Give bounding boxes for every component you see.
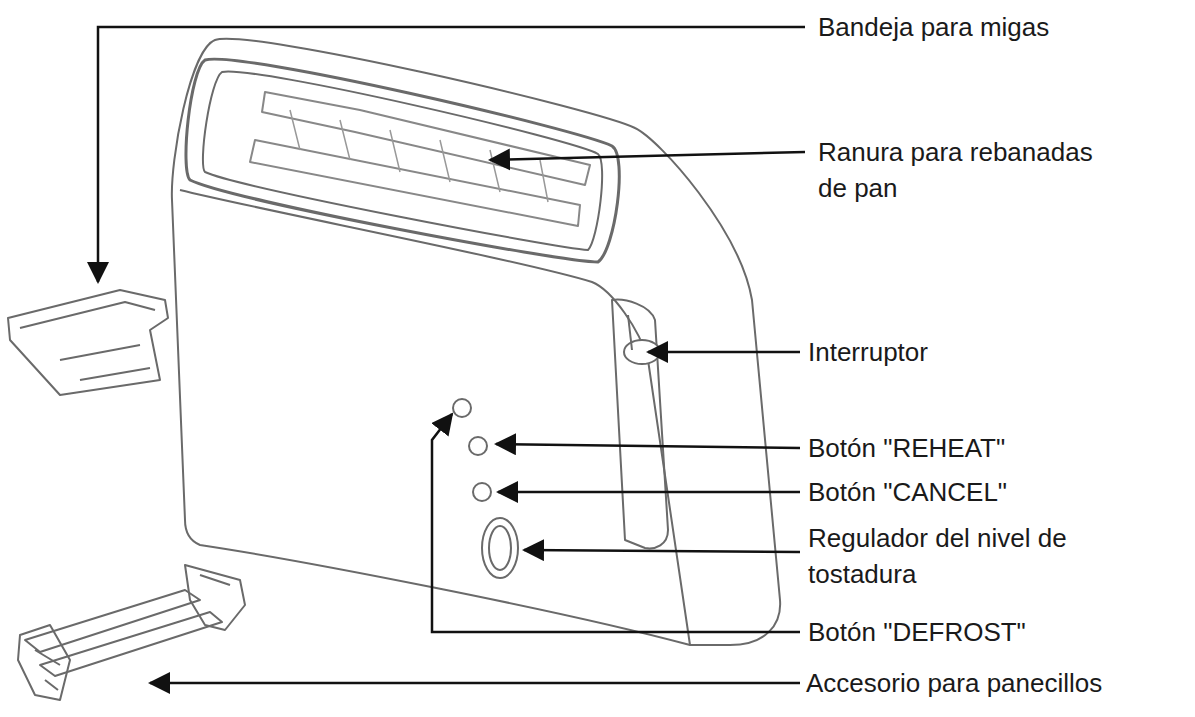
toaster-body — [172, 39, 780, 645]
leader-line — [98, 27, 805, 282]
cancel-button — [473, 483, 491, 501]
part-label: Accesorio para panecillos — [806, 665, 1194, 701]
leader-line — [496, 444, 800, 448]
part-label: Botón "CANCEL" — [808, 474, 1188, 510]
crumb-tray-detail — [20, 302, 155, 380]
bun-warmer-rail — [40, 612, 222, 676]
crumb-tray — [8, 290, 168, 395]
toaster-top-inner — [203, 72, 602, 250]
bun-warmer — [18, 565, 245, 700]
bun-warmer-clip — [18, 625, 70, 700]
leader-line — [648, 351, 800, 354]
part-label: Bandeja para migas — [818, 9, 1188, 45]
defrost-button — [453, 399, 471, 417]
toaster-top-rim — [186, 59, 619, 262]
toaster-outline — [172, 39, 780, 645]
bread-slot — [262, 92, 590, 185]
lever-slot — [612, 300, 668, 549]
lever-stem — [628, 315, 632, 350]
leader-lines — [98, 27, 805, 683]
crumb-tray-outline — [8, 290, 168, 395]
leader-line — [524, 550, 800, 552]
bun-warmer-detail — [35, 575, 230, 690]
part-label: Interruptor — [808, 334, 1188, 370]
leader-line — [432, 414, 800, 632]
leader-line — [498, 491, 800, 494]
part-label: Botón "REHEAT" — [808, 430, 1188, 466]
reheat-button — [469, 437, 487, 455]
toaster-edge — [180, 190, 690, 645]
bun-warmer-clip — [185, 565, 245, 630]
leader-line — [150, 682, 800, 685]
leader-line — [490, 152, 805, 160]
part-label: Ranura para rebanadas de pan — [818, 134, 1110, 206]
slot-grill — [290, 110, 548, 202]
part-label: Botón "DEFROST" — [808, 614, 1188, 650]
part-label: Regulador del nivel de tostadura — [808, 520, 1088, 592]
browning-dial-inner — [489, 526, 511, 570]
browning-dial — [482, 518, 518, 578]
bread-slot — [250, 140, 580, 226]
